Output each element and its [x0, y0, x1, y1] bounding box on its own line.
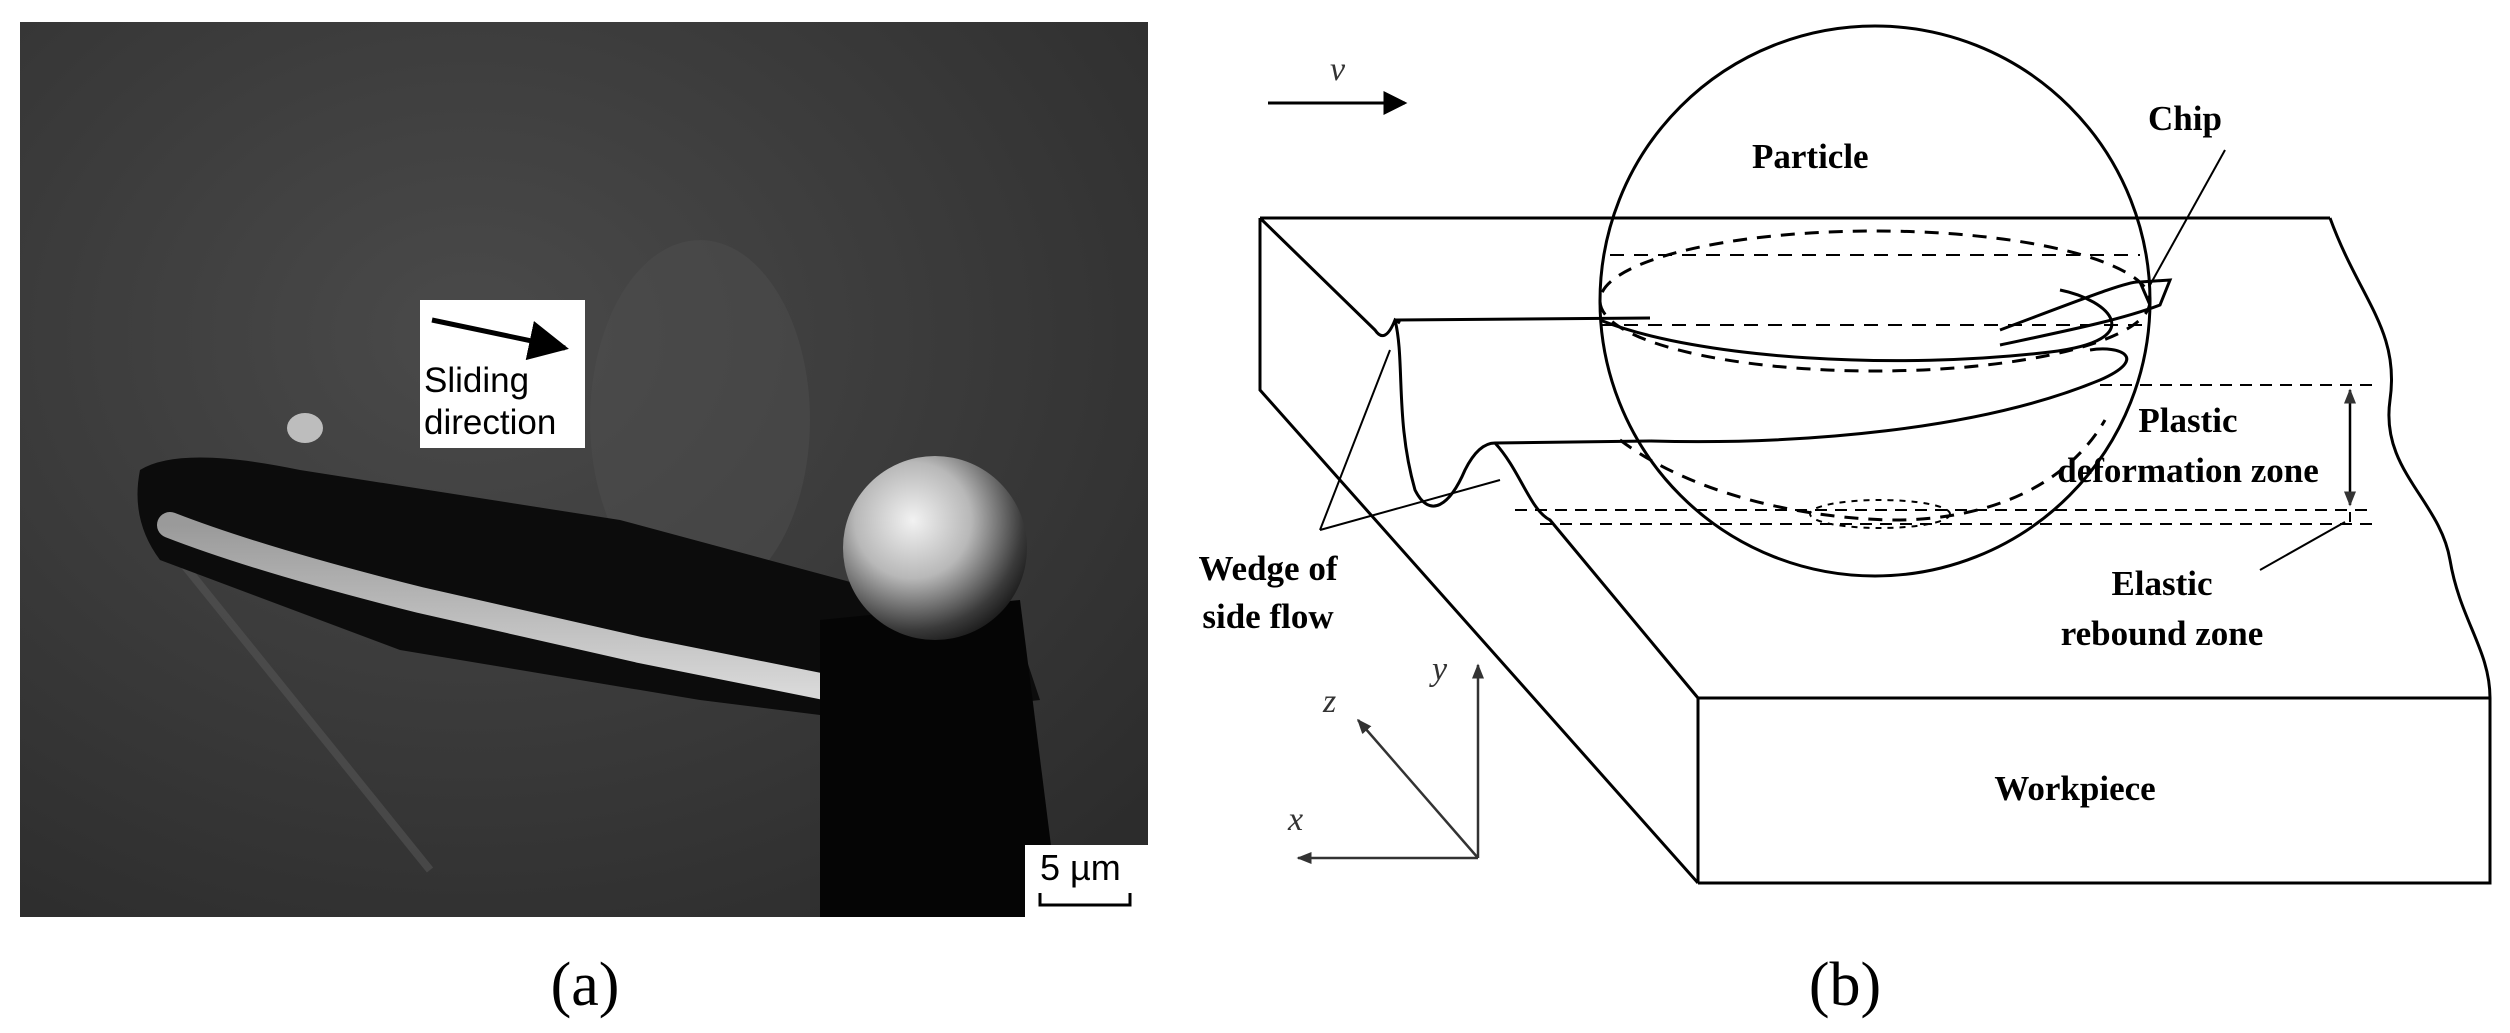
- sem-debris: [287, 413, 323, 443]
- workpiece-right-fracture-edge: [2328, 217, 2492, 699]
- groove-near-edge: [1394, 316, 1651, 322]
- sem-scratch-mark: [176, 557, 434, 873]
- particle-equator: [1598, 229, 2152, 373]
- groove-far-edge: [1494, 439, 1651, 445]
- panel-a-sem-image: Sliding direction 5 µm: [20, 22, 1148, 917]
- elastic-zone-label-2: rebound zone: [2061, 614, 2264, 653]
- workpiece-left-front-edge: [1258, 218, 1700, 884]
- wedge-leader-1: [1319, 349, 1391, 531]
- panel-b-diagram: [1258, 24, 2492, 885]
- chip-label: Chip: [2148, 99, 2222, 138]
- particle-contact-patch: [1809, 499, 1951, 529]
- particle-front-lower-arc: [1649, 347, 2129, 444]
- caption-b: (b): [1809, 951, 1881, 1019]
- workpiece-label: Workpiece: [1994, 769, 2155, 808]
- velocity-label: v: [1330, 51, 1346, 88]
- sem-abrasive-ball: [843, 456, 1027, 640]
- sem-groove-edge: [157, 512, 853, 703]
- caption-a: (a): [551, 951, 620, 1019]
- sem-deformation-area: [590, 240, 810, 600]
- elastic-leader: [2259, 521, 2346, 571]
- elastic-zone-label-1: Elastic: [2111, 564, 2212, 603]
- plastic-zone-label-1: Plastic: [2138, 401, 2237, 440]
- groove-section-profile: [1393, 319, 1496, 508]
- wedge-leader-2: [1319, 479, 1501, 531]
- sem-groove-shadow: [137, 457, 1040, 720]
- axis-z: [1357, 718, 1479, 859]
- axis-z-label: z: [1322, 683, 1336, 720]
- axis-y-label: y: [1429, 651, 1448, 688]
- sliding-label-line2: direction: [424, 403, 556, 442]
- particle-hidden-lower-arc: [1619, 419, 2107, 522]
- coordinate-axes: [1296, 663, 1484, 864]
- workpiece-front-bottom-edge: [1698, 698, 2492, 885]
- particle-sphere: [1598, 24, 2152, 578]
- chip-leader: [2149, 149, 2226, 286]
- sem-ball-shadow: [820, 600, 1060, 917]
- wedge-label-2: side flow: [1202, 597, 1334, 636]
- plastic-zone-label-2: deformation zone: [2057, 451, 2318, 490]
- chip-tip: [2138, 281, 2152, 306]
- chip: [1999, 278, 2173, 347]
- particle-contact-arc: [1599, 288, 2114, 363]
- sliding-label-line1: Sliding: [424, 361, 529, 400]
- workpiece-top-front-diagonal: [1493, 441, 1700, 699]
- sliding-direction-label: Sliding direction: [420, 300, 585, 448]
- axis-x-label: x: [1287, 801, 1303, 838]
- wedge-label-1: Wedge of: [1198, 549, 1337, 588]
- scale-bar-label: 5 µm: [1040, 847, 1121, 888]
- scale-bar: 5 µm: [1025, 845, 1148, 917]
- particle-label: Particle: [1752, 137, 1869, 176]
- groove-left-wall: [1258, 216, 1401, 338]
- sliding-direction-arrow: [431, 317, 569, 361]
